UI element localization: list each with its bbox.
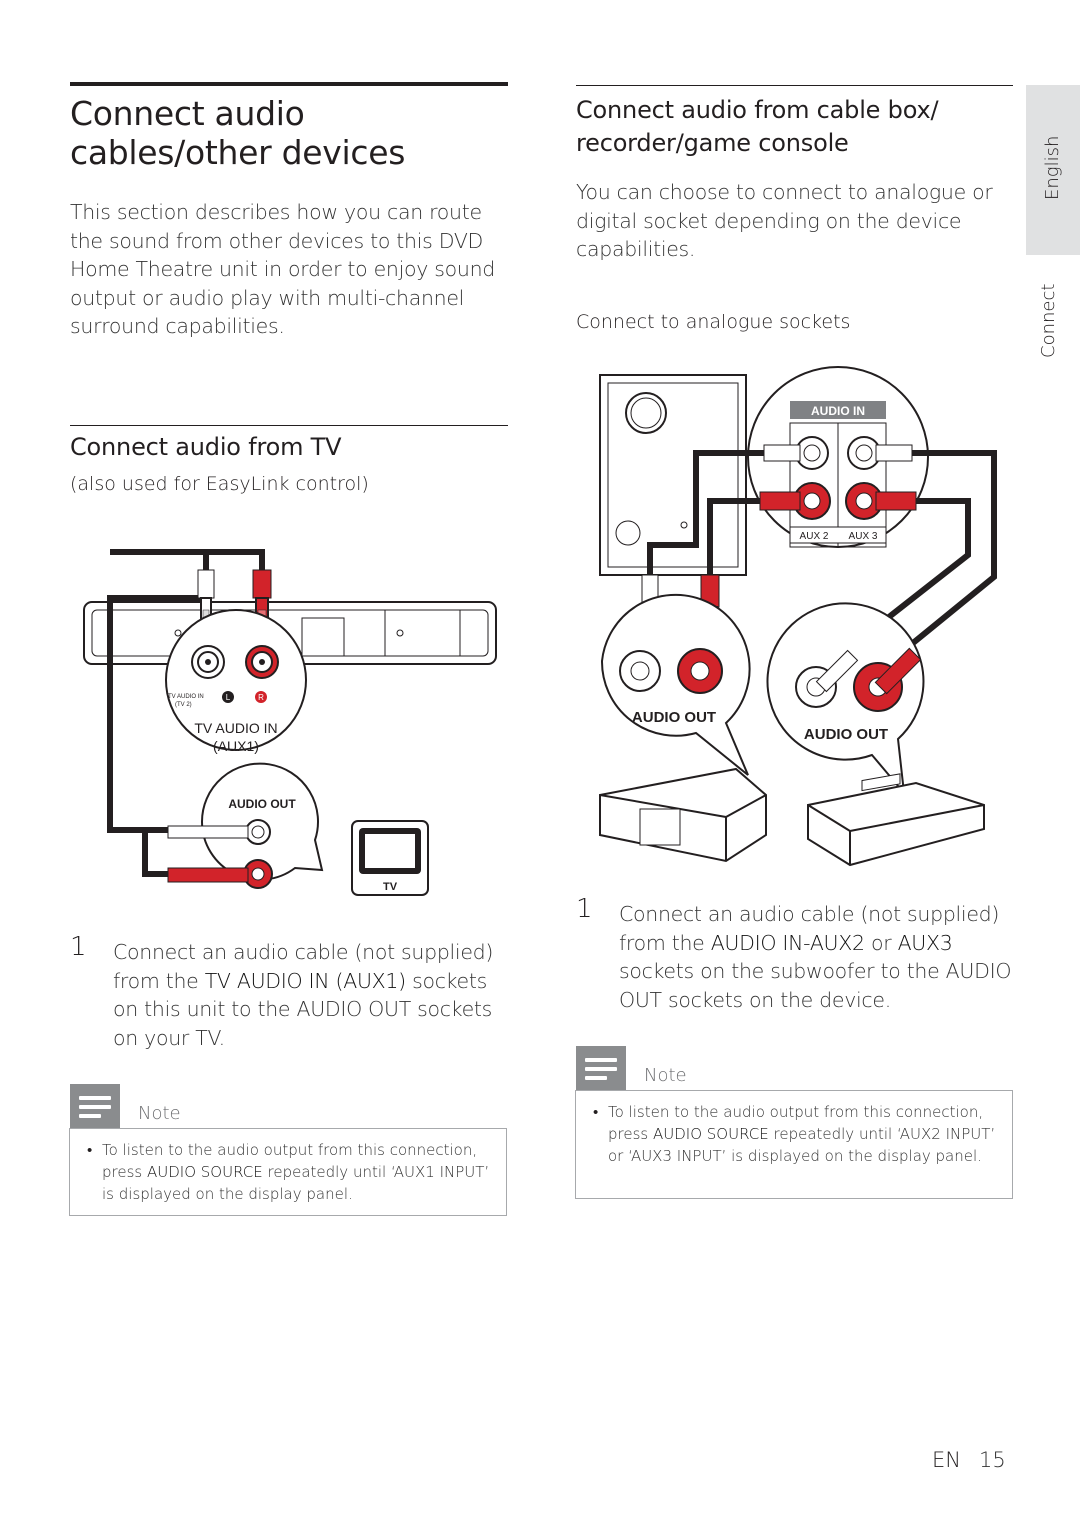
right-note-item: To listen to the audio output from this … <box>593 1101 998 1167</box>
tv-connection-diagram: L R TV AUDIO IN (TV 2) TV AUDIO IN (AUX1… <box>83 549 497 896</box>
page-title: Connect audio cables/other devices <box>70 94 406 172</box>
heading-tv: Connect audio from TV <box>70 433 342 461</box>
left-note-label: Note <box>138 1103 181 1124</box>
tv-label: TV <box>383 881 398 893</box>
heading-cable-box: Connect audio from cable box/ recorder/g… <box>576 96 939 157</box>
language-tab <box>1026 85 1080 255</box>
audio-out-label-right-a: AUDIO OUT <box>632 709 716 726</box>
section-rule-right <box>576 85 1013 86</box>
note-icon <box>576 1046 626 1090</box>
note-icon <box>70 1084 120 1128</box>
page-number: 15 <box>978 1448 1006 1472</box>
left-marker: L <box>226 693 231 702</box>
audio-out-label-right-b: AUDIO OUT <box>804 726 888 743</box>
tv-audio-in-small: TV AUDIO IN <box>168 694 204 700</box>
right-step-number: 1 <box>576 894 593 924</box>
left-intro: This section describes how you can route… <box>70 200 496 338</box>
subwoofer-connection-diagram: AUDIO IN AUX 2 AUX 3 AUDIO OUT AUDIO OUT <box>599 366 997 867</box>
aux3-label: AUX 3 <box>849 531 878 542</box>
section-rule-left <box>70 425 508 426</box>
aux1-label: (AUX1) <box>213 738 259 754</box>
right-step-emphasis-aux2: AUDIO IN-AUX2 <box>710 930 865 955</box>
section-tab-label: Connect <box>1038 283 1059 358</box>
left-note-item: To listen to the audio output from this … <box>87 1139 492 1205</box>
left-note-box: To listen to the audio output from this … <box>69 1128 507 1216</box>
right-step-emphasis-aux3: AUX3 <box>897 930 953 955</box>
audio-in-label: AUDIO IN <box>811 404 865 418</box>
right-step-text: Connect an audio cable (not supplied) fr… <box>619 902 1012 1012</box>
language-tab-label: English <box>1042 135 1063 200</box>
right-note-label: Note <box>644 1065 687 1086</box>
left-step-number: 1 <box>70 932 87 962</box>
right-note-box: To listen to the audio output from this … <box>575 1090 1013 1199</box>
tv2-small: (TV 2) <box>175 702 192 708</box>
left-note-header: Note <box>70 1084 181 1128</box>
right-marker: R <box>258 693 264 702</box>
left-step-text: Connect an audio cable (not supplied) fr… <box>113 940 494 1050</box>
title-rule <box>70 82 508 86</box>
audio-out-label-left: AUDIO OUT <box>228 797 296 811</box>
right-intro: You can choose to connect to analogue or… <box>576 180 993 261</box>
subheading-easylink: (also used for EasyLink control) <box>70 473 369 495</box>
footer-lang: EN <box>932 1448 961 1472</box>
subheading-analogue: Connect to analogue sockets <box>576 311 851 333</box>
aux2-label: AUX 2 <box>800 531 829 542</box>
page-footer: EN 15 <box>932 1448 1006 1472</box>
right-note-header: Note <box>576 1046 687 1090</box>
tv-audio-in-label: TV AUDIO IN <box>194 720 277 736</box>
left-step-emphasis: TV AUDIO IN (AUX1) <box>204 968 406 993</box>
